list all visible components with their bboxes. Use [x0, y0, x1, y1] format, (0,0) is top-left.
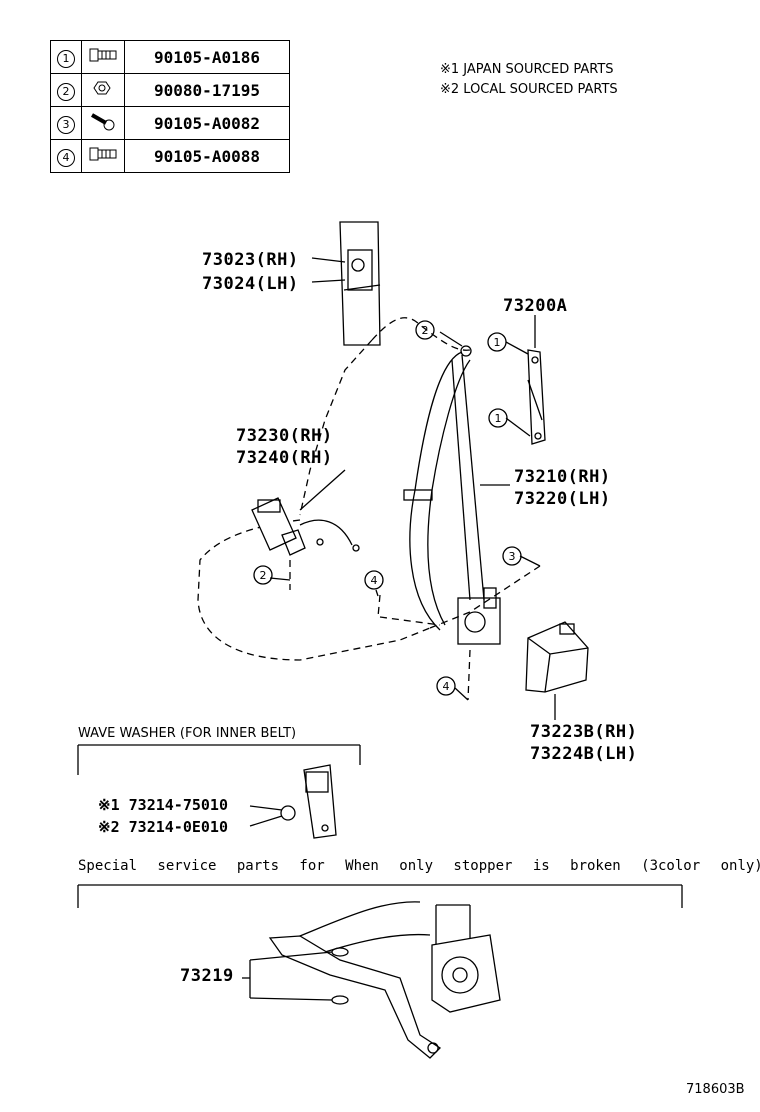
- callout-guide-rh: 73023(RH): [202, 250, 299, 270]
- ref-label: 2: [422, 324, 429, 337]
- ref-label: 4: [443, 680, 450, 693]
- part-number: 90105-A0088: [124, 139, 290, 173]
- service-parts-note: Special service parts for When only stop…: [78, 858, 760, 874]
- ref-label: 1: [494, 336, 501, 349]
- callout-anchor: 73200A: [503, 296, 568, 316]
- wave-washer-item-2: ※2 73214-0E010: [98, 818, 228, 836]
- ref-circles: [253, 320, 522, 696]
- shoulder-belt-guide: [339, 221, 381, 346]
- buckle: [251, 497, 360, 556]
- diagram-id: 718603B: [686, 1082, 745, 1097]
- bolt-icon: [89, 147, 117, 161]
- retractor-cover: [525, 621, 589, 693]
- fastener-table: 1 90105-A0186 2 90080-17195 3 90105-A008…: [50, 40, 290, 173]
- seat-outline: [197, 317, 541, 701]
- screw-icon: [91, 113, 115, 131]
- ref-label: 2: [260, 569, 267, 582]
- ref-number: 4: [57, 148, 75, 167]
- callout-guide-lh: 73024(LH): [202, 274, 299, 294]
- table-row: 3 90105-A0082: [50, 106, 290, 140]
- ref-number: 2: [57, 82, 75, 101]
- note-japan-sourced: ※1 JAPAN SOURCED PARTS: [440, 62, 614, 77]
- table-row: 4 90105-A0088: [50, 139, 290, 173]
- ref-label: 1: [495, 412, 502, 425]
- part-number: 90105-A0082: [124, 106, 290, 140]
- callout-belt-lh: 73220(LH): [514, 489, 611, 509]
- service-parts-bracket: [77, 884, 683, 1059]
- bolt-icon: [89, 48, 117, 62]
- callout-cover-rh: 73223B(RH): [530, 722, 638, 742]
- note-local-sourced: ※2 LOCAL SOURCED PARTS: [440, 82, 618, 97]
- ref-number: 1: [57, 49, 75, 68]
- belt-webbing: [403, 345, 485, 631]
- ref-label: 4: [371, 574, 378, 587]
- ref-number: 3: [57, 115, 75, 134]
- nut-icon: [93, 81, 111, 95]
- callout-stopper: 73219: [180, 966, 234, 986]
- leader-lines: [269, 257, 556, 720]
- wave-washer-title: WAVE WASHER (FOR INNER BELT): [78, 726, 297, 741]
- callout-belt-rh: 73210(RH): [514, 467, 611, 487]
- callout-buckle-1: 73230(RH): [236, 426, 333, 446]
- ref-label: 3: [509, 550, 516, 563]
- part-number: 90105-A0186: [124, 40, 290, 74]
- callout-cover-lh: 73224B(LH): [530, 744, 638, 764]
- retractor: [457, 587, 501, 645]
- table-row: 1 90105-A0186: [50, 40, 290, 74]
- part-number: 90080-17195: [124, 73, 290, 107]
- wave-washer-item-1: ※1 73214-75010: [98, 796, 228, 814]
- anchor-plate: [527, 349, 546, 445]
- wave-washer-bracket: [77, 744, 361, 839]
- callout-buckle-2: 73240(RH): [236, 448, 333, 468]
